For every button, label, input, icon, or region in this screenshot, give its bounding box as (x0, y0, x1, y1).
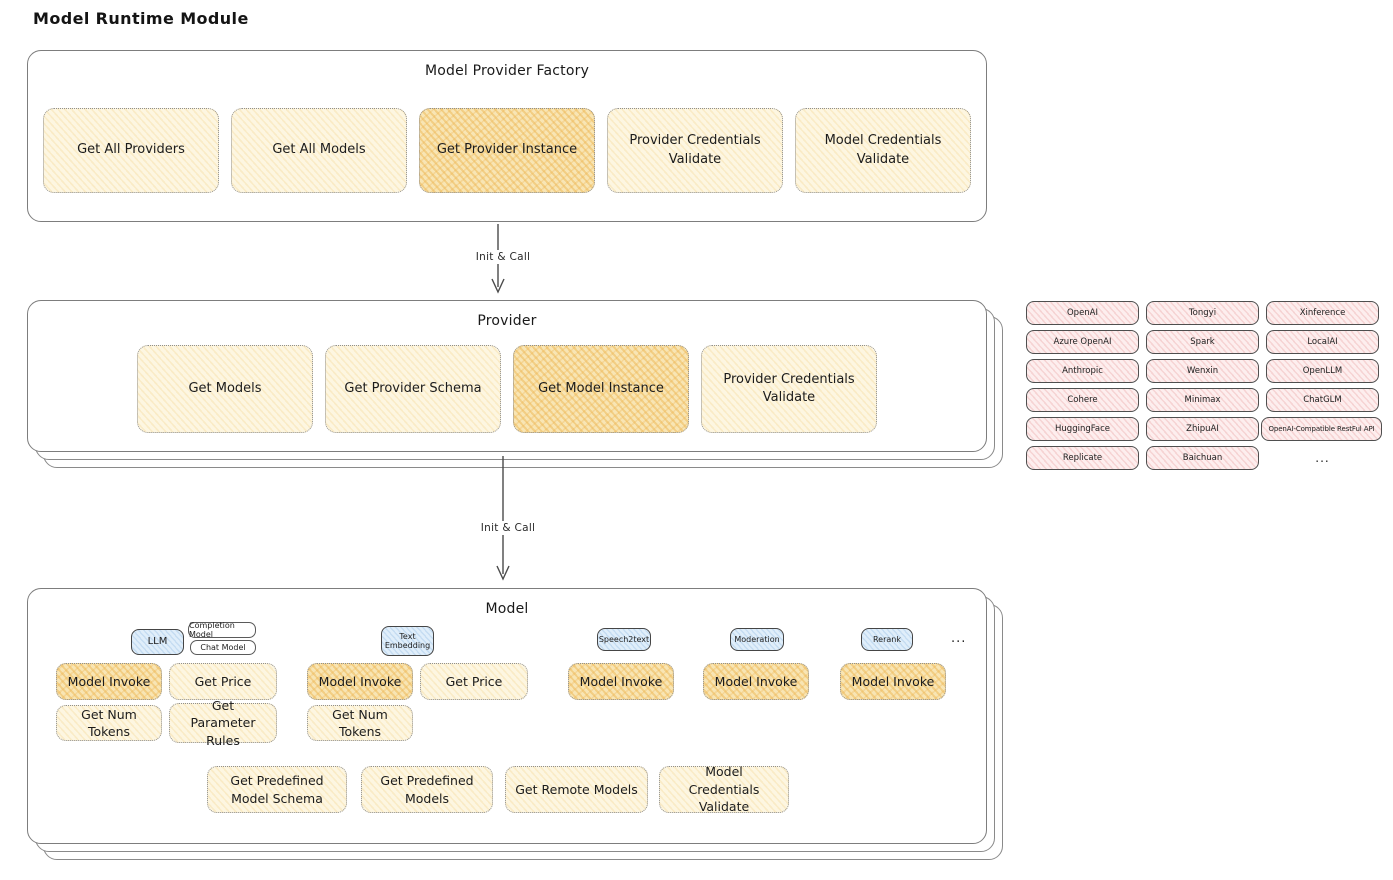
node-get-provider-instance: Get Provider Instance (419, 108, 595, 193)
node-get-model-instance: Get Model Instance (513, 345, 689, 433)
node-speech-model-invoke: Model Invoke (568, 663, 674, 700)
node-embedding-get-num-tokens: Get Num Tokens (307, 705, 413, 741)
tab-text-embedding: Text Embedding (381, 626, 434, 656)
node-get-provider-schema: Get Provider Schema (325, 345, 501, 433)
provider-pill-azure-openai: Azure OpenAI (1026, 330, 1139, 354)
provider-box-label: Provider (477, 313, 537, 329)
tab-llm: LLM (131, 629, 184, 655)
model-box: Model LLM Completion Model Chat Model Te… (27, 588, 987, 844)
diagram-title: Model Runtime Module (33, 9, 249, 28)
factory-box-label: Model Provider Factory (424, 63, 590, 79)
node-model-credentials-validate: Model Credentials Validate (795, 108, 971, 193)
node-get-predefined-model-schema: Get Predefined Model Schema (207, 766, 347, 813)
tab-completion-model: Completion Model (188, 621, 256, 639)
node-embedding-model-invoke: Model Invoke (307, 663, 413, 700)
provider-pill-tongyi: Tongyi (1146, 301, 1259, 325)
arrow-provider-to-model (496, 456, 510, 581)
tabs-more-ellipsis: ... (951, 631, 967, 646)
provider-box: Provider Get Models Get Provider Schema … (27, 300, 987, 452)
node-get-remote-models: Get Remote Models (505, 766, 648, 813)
provider-pill-minimax: Minimax (1146, 388, 1259, 412)
provider-pill-zhipuai: ZhipuAI (1146, 417, 1259, 441)
node-model-credentials-validate-2: Model Credentials Validate (659, 764, 789, 814)
tab-speech2text: Speech2text (597, 628, 651, 651)
tab-rerank: Rerank (861, 628, 913, 651)
tab-moderation: Moderation (730, 628, 784, 651)
providers-more-ellipsis: ... (1315, 451, 1330, 465)
node-moderation-model-invoke: Model Invoke (703, 663, 809, 700)
node-llm-get-price: Get Price (169, 663, 277, 700)
node-embedding-get-price: Get Price (420, 663, 528, 700)
provider-pill-huggingface: HuggingFace (1026, 417, 1139, 441)
node-get-all-providers: Get All Providers (43, 108, 219, 193)
provider-pill-anthropic: Anthropic (1026, 359, 1139, 383)
node-get-predefined-models: Get Predefined Models (361, 766, 493, 813)
arrow-label-init-call-1: Init & Call (465, 250, 541, 264)
provider-pill-xinference: Xinference (1266, 301, 1379, 325)
node-provider-credentials-validate: Provider Credentials Validate (607, 108, 783, 193)
provider-pill-spark: Spark (1146, 330, 1259, 354)
providers-panel: OpenAI Tongyi Xinference Azure OpenAI Sp… (1026, 301, 1382, 470)
node-get-all-models: Get All Models (231, 108, 407, 193)
node-llm-get-parameter-rules: Get Parameter Rules (169, 698, 277, 748)
node-llm-model-invoke: Model Invoke (56, 663, 162, 700)
provider-pill-chatglm: ChatGLM (1266, 388, 1379, 412)
model-box-label: Model (485, 601, 529, 617)
provider-pill-openai-compatible: OpenAI-Compatible RestFul API (1261, 417, 1382, 441)
provider-pill-baichuan: Baichuan (1146, 446, 1259, 470)
provider-pill-openllm: OpenLLM (1266, 359, 1379, 383)
provider-buttons-row: Get Models Get Provider Schema Get Model… (28, 345, 986, 433)
provider-pill-replicate: Replicate (1026, 446, 1139, 470)
node-rerank-model-invoke: Model Invoke (840, 663, 946, 700)
factory-buttons-row: Get All Providers Get All Models Get Pro… (28, 108, 986, 193)
model-provider-factory-box: Model Provider Factory Get All Providers… (27, 50, 987, 222)
provider-pill-cohere: Cohere (1026, 388, 1139, 412)
provider-pill-localai: LocalAI (1266, 330, 1379, 354)
arrow-label-init-call-2: Init & Call (470, 521, 546, 535)
provider-pill-wenxin: Wenxin (1146, 359, 1259, 383)
node-llm-get-num-tokens: Get Num Tokens (56, 705, 162, 741)
provider-pill-openai: OpenAI (1026, 301, 1139, 325)
node-get-models: Get Models (137, 345, 313, 433)
tab-chat-model: Chat Model (190, 640, 256, 655)
node-provider-credentials-validate-2: Provider Credentials Validate (701, 345, 877, 433)
